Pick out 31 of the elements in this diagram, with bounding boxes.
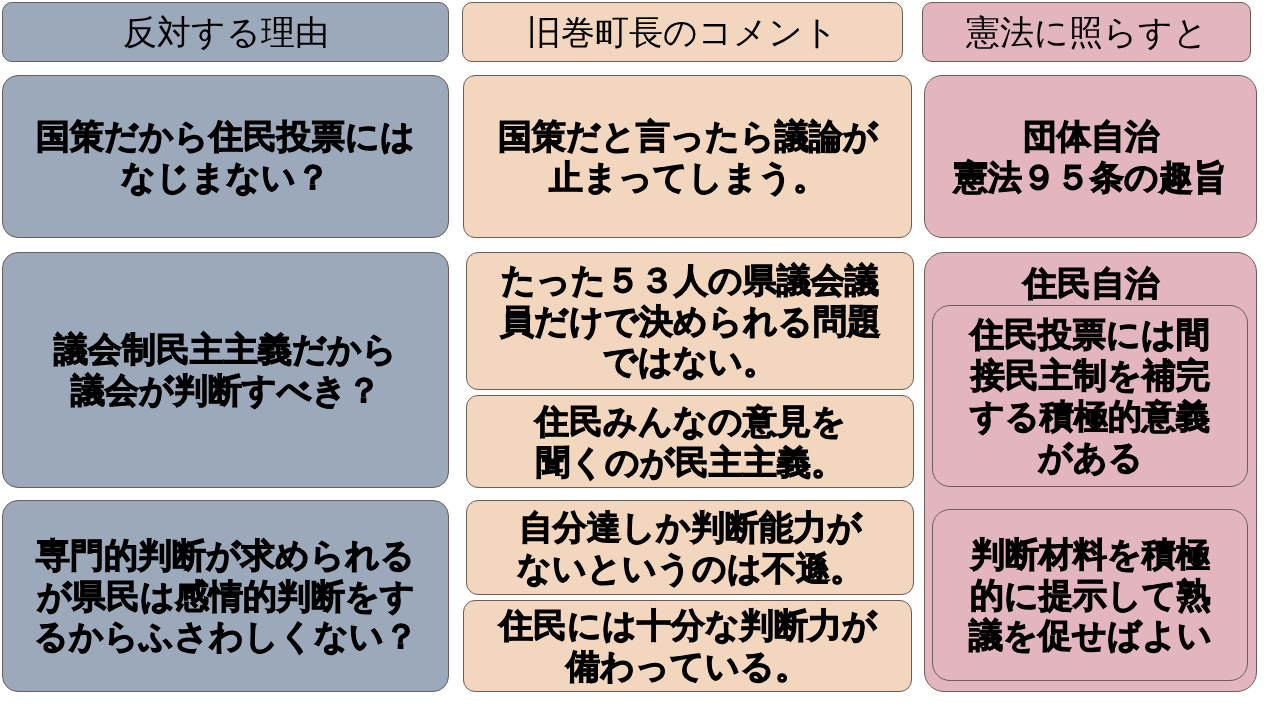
comment-card — [463, 75, 912, 238]
principle-text: 住民投票には間接民主制を補完する積極的意義がある — [968, 314, 1211, 478]
comment-text: 国策だと言ったら議論が止まってしまう。 — [496, 115, 879, 198]
column-heading: 憲法に照らすと — [965, 11, 1208, 53]
objection-text: 議会制民主主義だから議会が判断すべき？ — [52, 329, 398, 411]
column-heading: 旧巻町長のコメント — [527, 11, 838, 53]
objection-card — [2, 500, 449, 692]
group-heading: 住民自治 — [1022, 263, 1159, 304]
principle-card — [932, 305, 1248, 487]
comment-card — [466, 500, 914, 595]
principle-text: 判断材料を積極的に提示して熟議を促せばよい — [967, 533, 1213, 657]
comment-text: 住民には十分な判断力が備わっている。 — [497, 605, 878, 687]
column-heading: 反対する理由 — [122, 11, 329, 53]
objection-card — [2, 252, 449, 488]
comment-card — [463, 600, 912, 692]
principle-group-panel — [924, 252, 1257, 692]
comment-card — [466, 395, 914, 488]
objection-card — [2, 75, 449, 238]
comment-text: 住民みんなの意見を聞くのが民主主義。 — [533, 400, 847, 483]
objection-text: 国策だから住民投票にはなじまない？ — [35, 115, 416, 198]
comment-text: 自分達しか判断能力がないというのは不遜。 — [515, 506, 865, 589]
column-header — [922, 2, 1251, 62]
principle-text: 憲法９５条の趣旨 — [954, 156, 1227, 198]
principle-card — [932, 509, 1248, 681]
column-header — [462, 2, 903, 62]
principle-card — [924, 75, 1257, 238]
objection-text: 専門的判断が求められるが県民は感情的判断をするからふさわしくない？ — [33, 534, 418, 658]
comment-card — [466, 252, 914, 390]
column-header — [2, 2, 449, 62]
comment-text: たった５３人の県議会議員だけで決められる問題ではない。 — [498, 259, 882, 383]
principle-text: 団体自治 — [1022, 115, 1159, 157]
